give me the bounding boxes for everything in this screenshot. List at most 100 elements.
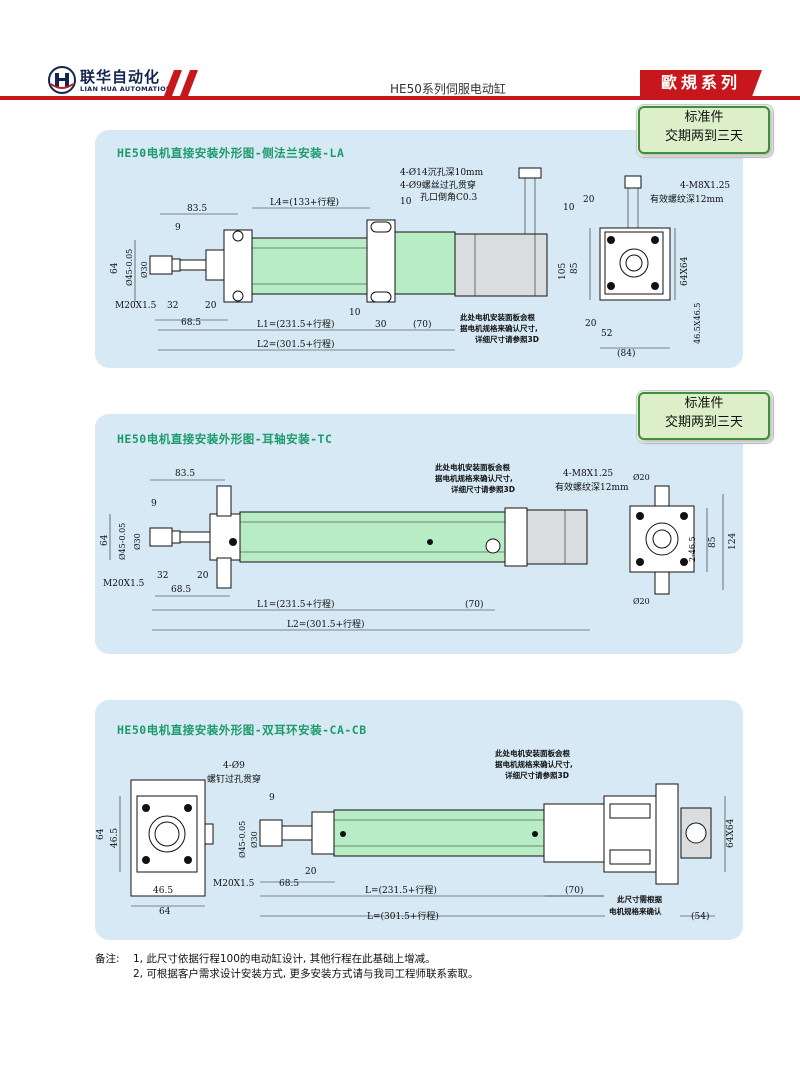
dimension-label: 详细尺寸请参照3D — [475, 334, 539, 344]
dimension-label: 20 — [197, 571, 209, 581]
dimension-label: 85 — [570, 262, 580, 274]
servo-motor — [454, 233, 548, 297]
drawing-shape — [652, 529, 672, 549]
rod — [179, 259, 207, 271]
page-header: 联华自动化 LIAN HUA AUTOMATION HE50系列伺服电动缸 歐規… — [0, 0, 800, 110]
drawing-shape — [340, 831, 346, 837]
rod-nut — [171, 258, 181, 272]
dimension-label: L=(231.5+行程) — [365, 884, 437, 896]
dimension-label: (70) — [465, 599, 483, 610]
front-cap — [311, 811, 335, 855]
drawing-shape — [680, 512, 688, 520]
dimension-label: L2=(301.5+行程) — [287, 618, 365, 630]
rear-flange — [366, 219, 396, 303]
dimension-label: 85 — [708, 536, 718, 548]
drawing-shape — [142, 856, 150, 864]
drawing-shape — [524, 176, 536, 234]
logo-text-cn: 联华自动化 — [80, 68, 161, 86]
dimension-label: Ø20 — [633, 473, 650, 482]
dimension-label: 64X64 — [680, 256, 690, 286]
side-connector — [624, 175, 642, 189]
dimension-label: 9 — [151, 499, 157, 509]
company-logo-icon — [48, 66, 76, 94]
dimension-label: 详细尺寸请参照3D — [451, 484, 515, 494]
front-flange — [223, 229, 253, 303]
dimension-label: 124 — [728, 533, 738, 550]
dimension-label: 螺钉过孔贯穿 — [207, 773, 261, 785]
drawing-shape — [184, 804, 192, 812]
rear-cap — [504, 507, 528, 567]
dimension-label: Ø20 — [633, 597, 650, 606]
stamp-line1: 标准件 — [684, 110, 724, 125]
stamp-line2: 交期两到三天 — [664, 415, 743, 430]
front-cap — [209, 513, 241, 561]
drawing-shape — [232, 230, 244, 242]
dimension-label: 83.5 — [175, 469, 195, 479]
drawing-shape — [636, 512, 644, 520]
drawing-shape — [607, 282, 615, 290]
drawing-shape — [55, 73, 69, 87]
stamp-line1: 标准件 — [684, 396, 724, 411]
dimension-label: 10 — [563, 203, 575, 213]
drawing-tc-mount: 83.5 9 64 Ø45-0.05 Ø30 M20X1.5 32 20 68.… — [100, 462, 738, 631]
dimension-label: 46.5 — [110, 828, 120, 848]
standard-part-stamp: 标准件 交期两到三天 — [638, 392, 770, 440]
dimension-label: Ø45-0.05 — [238, 821, 247, 858]
dimension-label: (84) — [617, 348, 635, 359]
panel-tc-mount: HE50电机直接安装外形图-耳轴安装-TC 83.5 — [95, 414, 743, 654]
dimension-label: M20X1.5 — [103, 579, 145, 589]
dimension-label: 据电机规格来确认尺寸, — [460, 323, 538, 333]
dimension-label: 64 — [96, 828, 106, 840]
dimension-label: (70) — [413, 319, 431, 330]
dimension-label: 此处电机安装面板会根 — [495, 748, 570, 758]
dimension-label: 46.5 — [153, 886, 173, 896]
front-cap — [205, 249, 225, 281]
dimension-label: (54) — [691, 911, 709, 922]
footer-note-1: 1, 此尺寸依据行程100的电动缸设计, 其他行程在此基础上增减。 — [133, 953, 436, 965]
drawing-shape — [427, 539, 433, 545]
drawing-shape — [370, 221, 392, 233]
dimension-label: 20 — [205, 301, 217, 311]
drawing-shape — [229, 538, 237, 546]
panel-la-mount: HE50电机直接安装外形图-侧法兰安装-LA — [95, 130, 743, 368]
document-title: HE50系列伺服电动缸 — [390, 82, 506, 96]
dimension-label: 83.5 — [187, 204, 207, 214]
drawing-shape — [609, 849, 651, 865]
rod — [281, 825, 313, 841]
drawing-shape — [627, 188, 639, 228]
panel-title: HE50电机直接安装外形图-侧法兰安装-LA — [117, 146, 345, 160]
drawing-shape — [154, 821, 180, 847]
dimension-label: 64 — [159, 907, 171, 917]
dimension-label: 52 — [601, 329, 612, 339]
dimension-label: L4=(133+行程) — [270, 196, 339, 208]
dimension-label: 有效螺纹深12mm — [555, 481, 629, 493]
dimension-label: 孔口倒角C0.3 — [420, 191, 477, 203]
dimension-label: 105 — [558, 263, 568, 280]
drawing-shape — [636, 558, 644, 566]
dimension-label: 有效螺纹深12mm — [650, 193, 724, 205]
servo-motor — [526, 509, 588, 565]
rod-thread — [149, 255, 173, 275]
panel-title: HE50电机直接安装外形图-双耳环安装-CA-CB — [117, 723, 367, 737]
trunnion-top — [216, 485, 232, 517]
header-decoration — [164, 70, 198, 96]
dimension-label: 9 — [269, 793, 275, 803]
rod-thread — [149, 527, 173, 547]
footer-notes: 备注:1, 此尺寸依据行程100的电动缸设计, 其他行程在此基础上增减。 2, … — [95, 952, 479, 982]
footer-note-2: 2, 可根据客户需求设计安装方式, 更多安装方式请与我司工程师联系索取。 — [133, 968, 479, 980]
dimension-label: 32 — [167, 301, 178, 311]
trunnion-bottom — [216, 557, 232, 589]
dimension-label: 据电机规格来确认尺寸, — [495, 759, 573, 769]
dimension-label: Ø45-0.05 — [118, 523, 127, 560]
motor-adapter — [394, 231, 456, 295]
drawing-shape — [180, 70, 198, 96]
drawing-shape — [654, 571, 670, 595]
drawing-shape — [654, 485, 670, 507]
header-divider — [0, 96, 800, 100]
drawing-shape — [370, 291, 392, 303]
rod-eye — [259, 819, 283, 847]
dimension-label: 4-Ø9 — [223, 760, 245, 771]
dimension-label: 4-Ø9螺丝过孔贯穿 — [400, 179, 476, 191]
dimension-label: 9 — [175, 223, 181, 233]
dimension-label: 电机规格来确认 — [609, 906, 662, 916]
